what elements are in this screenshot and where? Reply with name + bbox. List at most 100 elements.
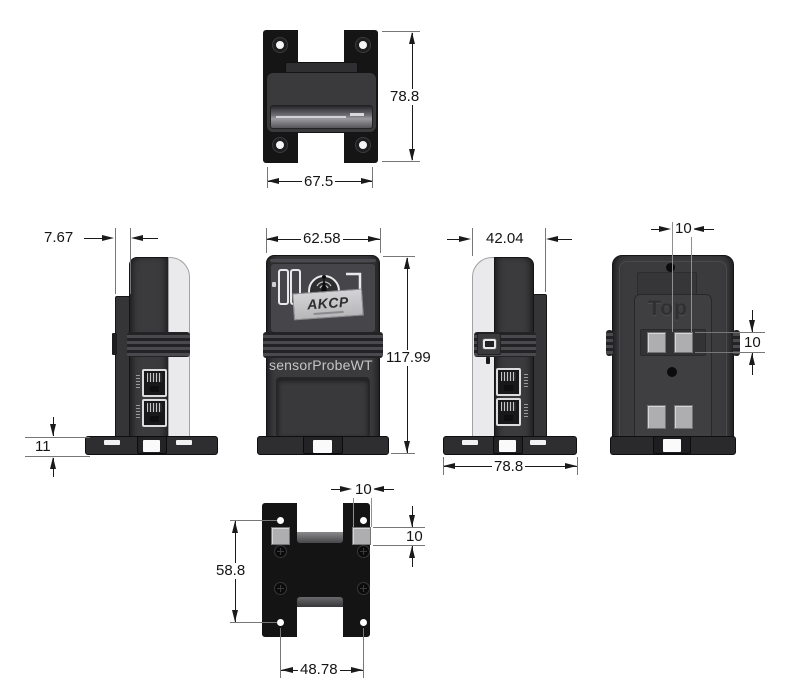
- arrow-down: [50, 424, 56, 436]
- keyhole-square: [647, 405, 666, 429]
- arrow-down: [749, 320, 755, 332]
- base-opening: [499, 440, 516, 452]
- arrow-right: [340, 486, 352, 492]
- rear-top-recess: [637, 272, 697, 296]
- bottom-body-edge-lower: [297, 597, 343, 607]
- extension-line: [382, 161, 420, 162]
- extension-line: [380, 228, 381, 253]
- leader-line: [384, 489, 394, 490]
- extension-line: [382, 31, 420, 32]
- arrow-up: [409, 546, 415, 558]
- extension-line: [353, 483, 354, 527]
- screw: [274, 545, 287, 558]
- front-small-dot: [272, 282, 276, 287]
- arrow-down: [404, 441, 410, 453]
- front-top-seam: [270, 259, 376, 262]
- arrow-left: [546, 236, 558, 242]
- bottom-notch-lower: [297, 607, 343, 637]
- dim-bottom-slot-depth: 10: [404, 528, 425, 545]
- port-label-marks: [524, 374, 528, 388]
- arrow-down: [232, 610, 238, 622]
- arrow-up: [749, 353, 755, 365]
- arrow-left: [281, 667, 293, 673]
- mount-hole: [277, 517, 284, 524]
- extension-line: [691, 222, 692, 332]
- extension-line: [230, 622, 277, 623]
- left-plate-notch: [112, 333, 117, 355]
- bottom-body-edge-upper: [297, 532, 343, 543]
- arrow-up: [232, 521, 238, 533]
- leader-line: [447, 239, 460, 240]
- dim-bottom-slot-width: 10: [353, 481, 374, 498]
- top-view-strip-highlight: [276, 116, 346, 118]
- base-opening: [663, 439, 681, 452]
- arrow-left: [443, 463, 455, 469]
- bottom-notch-upper: [297, 503, 343, 532]
- screw: [274, 582, 287, 595]
- left-vent-ribs: [127, 332, 190, 357]
- arrow-down: [409, 515, 415, 527]
- base-opening: [143, 440, 160, 452]
- extension-line: [25, 456, 90, 457]
- rear-side-ribs-left: [606, 330, 613, 356]
- arrow-right: [368, 236, 380, 242]
- rear-side-ribs-right: [733, 330, 740, 356]
- mount-hole: [356, 38, 370, 52]
- leader-line: [143, 238, 158, 239]
- leader-line: [704, 229, 714, 230]
- bracket-slot: [352, 527, 371, 545]
- rear-hole-top: [666, 263, 675, 272]
- extension-line: [695, 332, 765, 333]
- screw: [357, 582, 370, 595]
- arrow-down: [409, 149, 415, 161]
- arrow-right: [102, 235, 114, 241]
- extension-line: [267, 167, 268, 188]
- dim-bottom-hole-span-v: 58.8: [214, 562, 248, 579]
- extension-line: [25, 437, 90, 438]
- rj45-port: [496, 368, 521, 396]
- dim-front-width: 62.58: [301, 230, 343, 247]
- reset-slot: [486, 357, 490, 364]
- rear-hole-middle: [667, 367, 677, 377]
- extension-line: [577, 457, 578, 475]
- base-slot: [462, 440, 478, 445]
- arrow-up: [50, 457, 56, 469]
- bracket-slot: [271, 527, 290, 545]
- arrow-up: [404, 257, 410, 269]
- dim-rear-square-height: 10: [742, 334, 763, 351]
- mount-hole: [273, 138, 287, 152]
- port-label-marks: [524, 404, 528, 418]
- base-slot: [530, 440, 546, 445]
- extension-line: [373, 545, 425, 546]
- extension-line: [372, 167, 373, 188]
- keyhole-square: [647, 332, 666, 353]
- dim-left-tab-width: 7.67: [42, 229, 76, 246]
- base-slot: [176, 440, 192, 445]
- dim-rear-square-width: 10: [673, 220, 694, 237]
- extension-line: [545, 228, 546, 292]
- keyhole-square: [674, 332, 693, 353]
- dim-front-height: 117.99: [384, 349, 433, 366]
- dim-top-height: 78.8: [388, 88, 422, 105]
- top-view-notch-upper: [298, 30, 344, 62]
- mount-hole: [360, 619, 367, 626]
- dim-right-depth: 42.04: [484, 230, 526, 247]
- extension-line: [371, 483, 372, 527]
- rear-top-label: Top: [648, 297, 688, 320]
- leader-line: [651, 229, 660, 230]
- extension-line: [230, 520, 277, 521]
- dim-top-width: 67.5: [302, 173, 336, 190]
- arrow-left: [692, 226, 704, 232]
- dim-bottom-hole-span-h: 48.78: [298, 661, 340, 678]
- dim-right-base-width: 78.8: [492, 458, 526, 475]
- screw: [357, 545, 370, 558]
- rj45-port: [496, 398, 521, 426]
- leader-line: [558, 239, 572, 240]
- base-slot: [104, 440, 120, 445]
- model-name: sensorProbeWT: [269, 357, 373, 373]
- rj45-port: [142, 399, 167, 427]
- keyhole-square: [674, 405, 693, 429]
